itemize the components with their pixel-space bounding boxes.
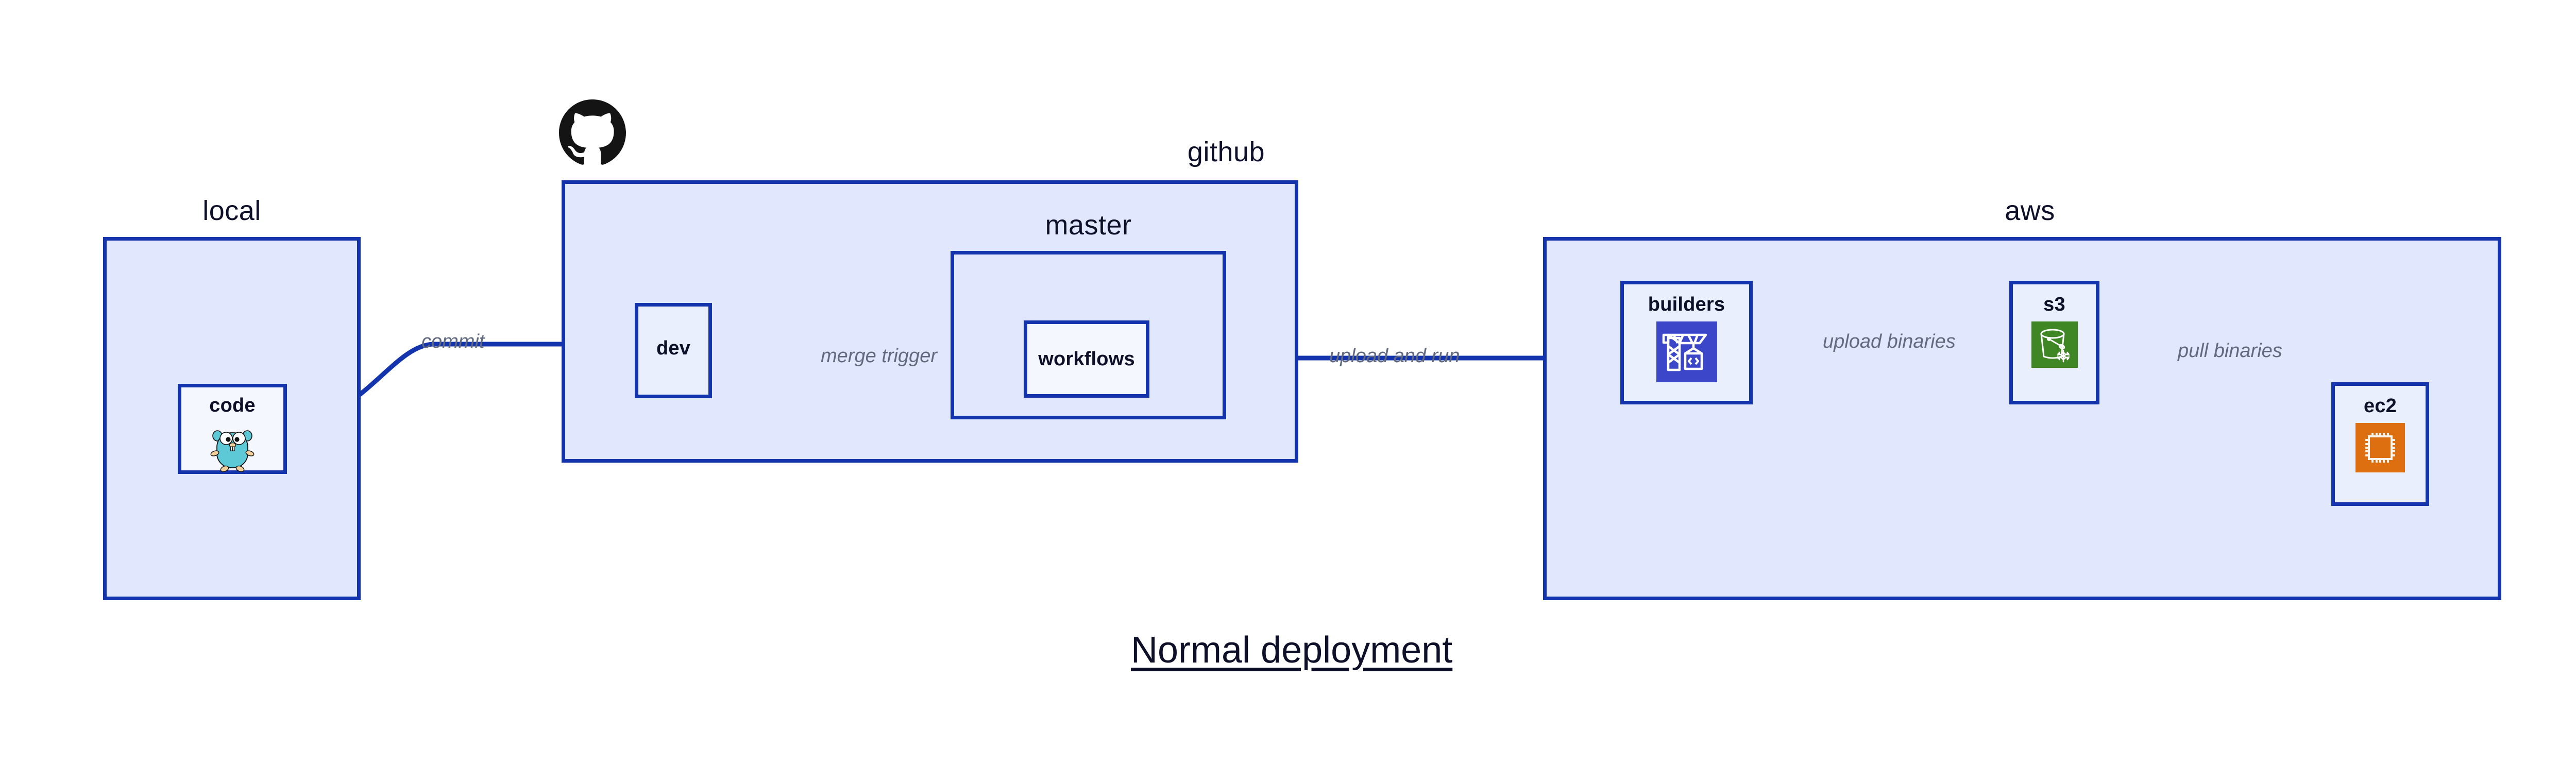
node-code-label: code [209,395,256,416]
node-workflows[interactable]: workflows [1024,320,1149,398]
aws-ec2-icon [2355,423,2405,475]
github-octocat-logo [559,99,626,166]
edge-label-commit: commit [421,331,485,352]
aws-codebuild-icon [1656,321,1717,385]
edge-label-upload-and-run: upload and run [1329,345,1460,367]
group-github-label: github [1187,137,1265,167]
edge-label-merge-trigger: merge trigger [821,345,937,367]
group-local-label: local [202,195,261,226]
node-builders[interactable]: builders [1620,281,1753,404]
node-dev[interactable]: dev [635,303,712,398]
edge-label-upload-binaries: upload binaries [1823,331,1956,352]
node-ec2[interactable]: ec2 [2331,382,2429,506]
node-s3-label: s3 [2043,294,2065,315]
node-code[interactable]: code [178,384,287,474]
group-aws-label: aws [2005,195,2055,226]
node-workflows-label: workflows [1038,348,1135,370]
node-ec2-label: ec2 [2363,395,2397,417]
group-master-label: master [1045,210,1132,241]
node-s3[interactable]: s3 [2009,281,2099,404]
aws-s3-glacier-icon [2031,321,2078,370]
go-gopher-icon [209,422,256,474]
diagram-title: Normal deployment [1131,630,1453,671]
node-builders-label: builders [1648,294,1725,315]
node-dev-label: dev [656,337,691,359]
edge-label-pull-binaries: pull binaries [2178,340,2282,362]
